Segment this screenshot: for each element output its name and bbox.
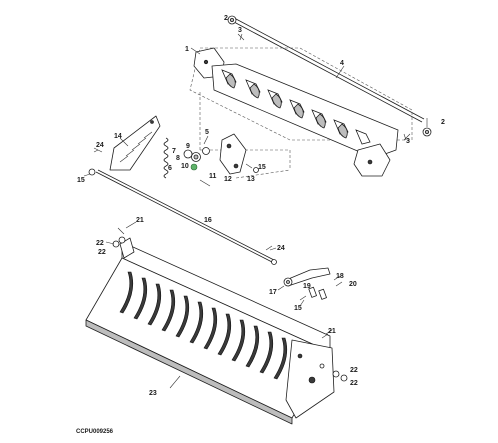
callout-12: 12 — [224, 176, 232, 183]
callout-10: 10 — [181, 163, 189, 170]
comb-assembly — [85, 237, 335, 425]
callout-21: 21 — [136, 217, 144, 224]
callout-13: 13 — [247, 176, 255, 183]
drawing-id: CCPU009256 — [76, 429, 114, 435]
callout-2: 2 — [224, 15, 228, 22]
callout-22c: 22 — [350, 367, 358, 374]
callout-15c: 15 — [294, 305, 302, 312]
callout-4: 4 — [340, 60, 344, 67]
callout-22: 22 — [96, 240, 104, 247]
callout-15b: 15 — [258, 164, 266, 171]
arm-and-spring-group — [88, 115, 259, 179]
callout-16: 16 — [204, 217, 212, 224]
callout-6: 6 — [168, 165, 172, 172]
callout-21b: 21 — [328, 328, 336, 335]
upper-shaft-assembly — [189, 15, 432, 179]
callout-23: 23 — [149, 390, 157, 397]
callout-3b: 3 — [406, 138, 410, 145]
callout-22b: 22 — [98, 249, 106, 256]
linkage-group — [283, 267, 343, 301]
long-rod — [95, 169, 277, 265]
callout-8: 8 — [176, 155, 180, 162]
callout-9: 9 — [186, 143, 190, 150]
callout-7: 7 — [172, 148, 176, 155]
callout-3: 3 — [238, 27, 242, 34]
callout-20: 20 — [349, 281, 357, 288]
callout-15: 15 — [77, 177, 85, 184]
callout-18: 18 — [336, 273, 344, 280]
leader-lines — [83, 33, 428, 389]
callout-labels: 1 2 3 4 5 6 7 8 9 10 11 12 13 14 15 16 1… — [77, 15, 445, 397]
callout-19: 19 — [303, 283, 311, 290]
callout-22d: 22 — [350, 380, 358, 387]
callout-17: 17 — [269, 289, 277, 296]
callout-11: 11 — [209, 173, 217, 180]
callout-2b: 2 — [441, 119, 445, 126]
knife-bar — [211, 63, 399, 177]
callout-24: 24 — [96, 142, 104, 149]
callout-5: 5 — [205, 129, 209, 136]
callout-24b: 24 — [277, 245, 285, 252]
callout-1: 1 — [185, 46, 189, 53]
callout-14: 14 — [114, 133, 122, 140]
